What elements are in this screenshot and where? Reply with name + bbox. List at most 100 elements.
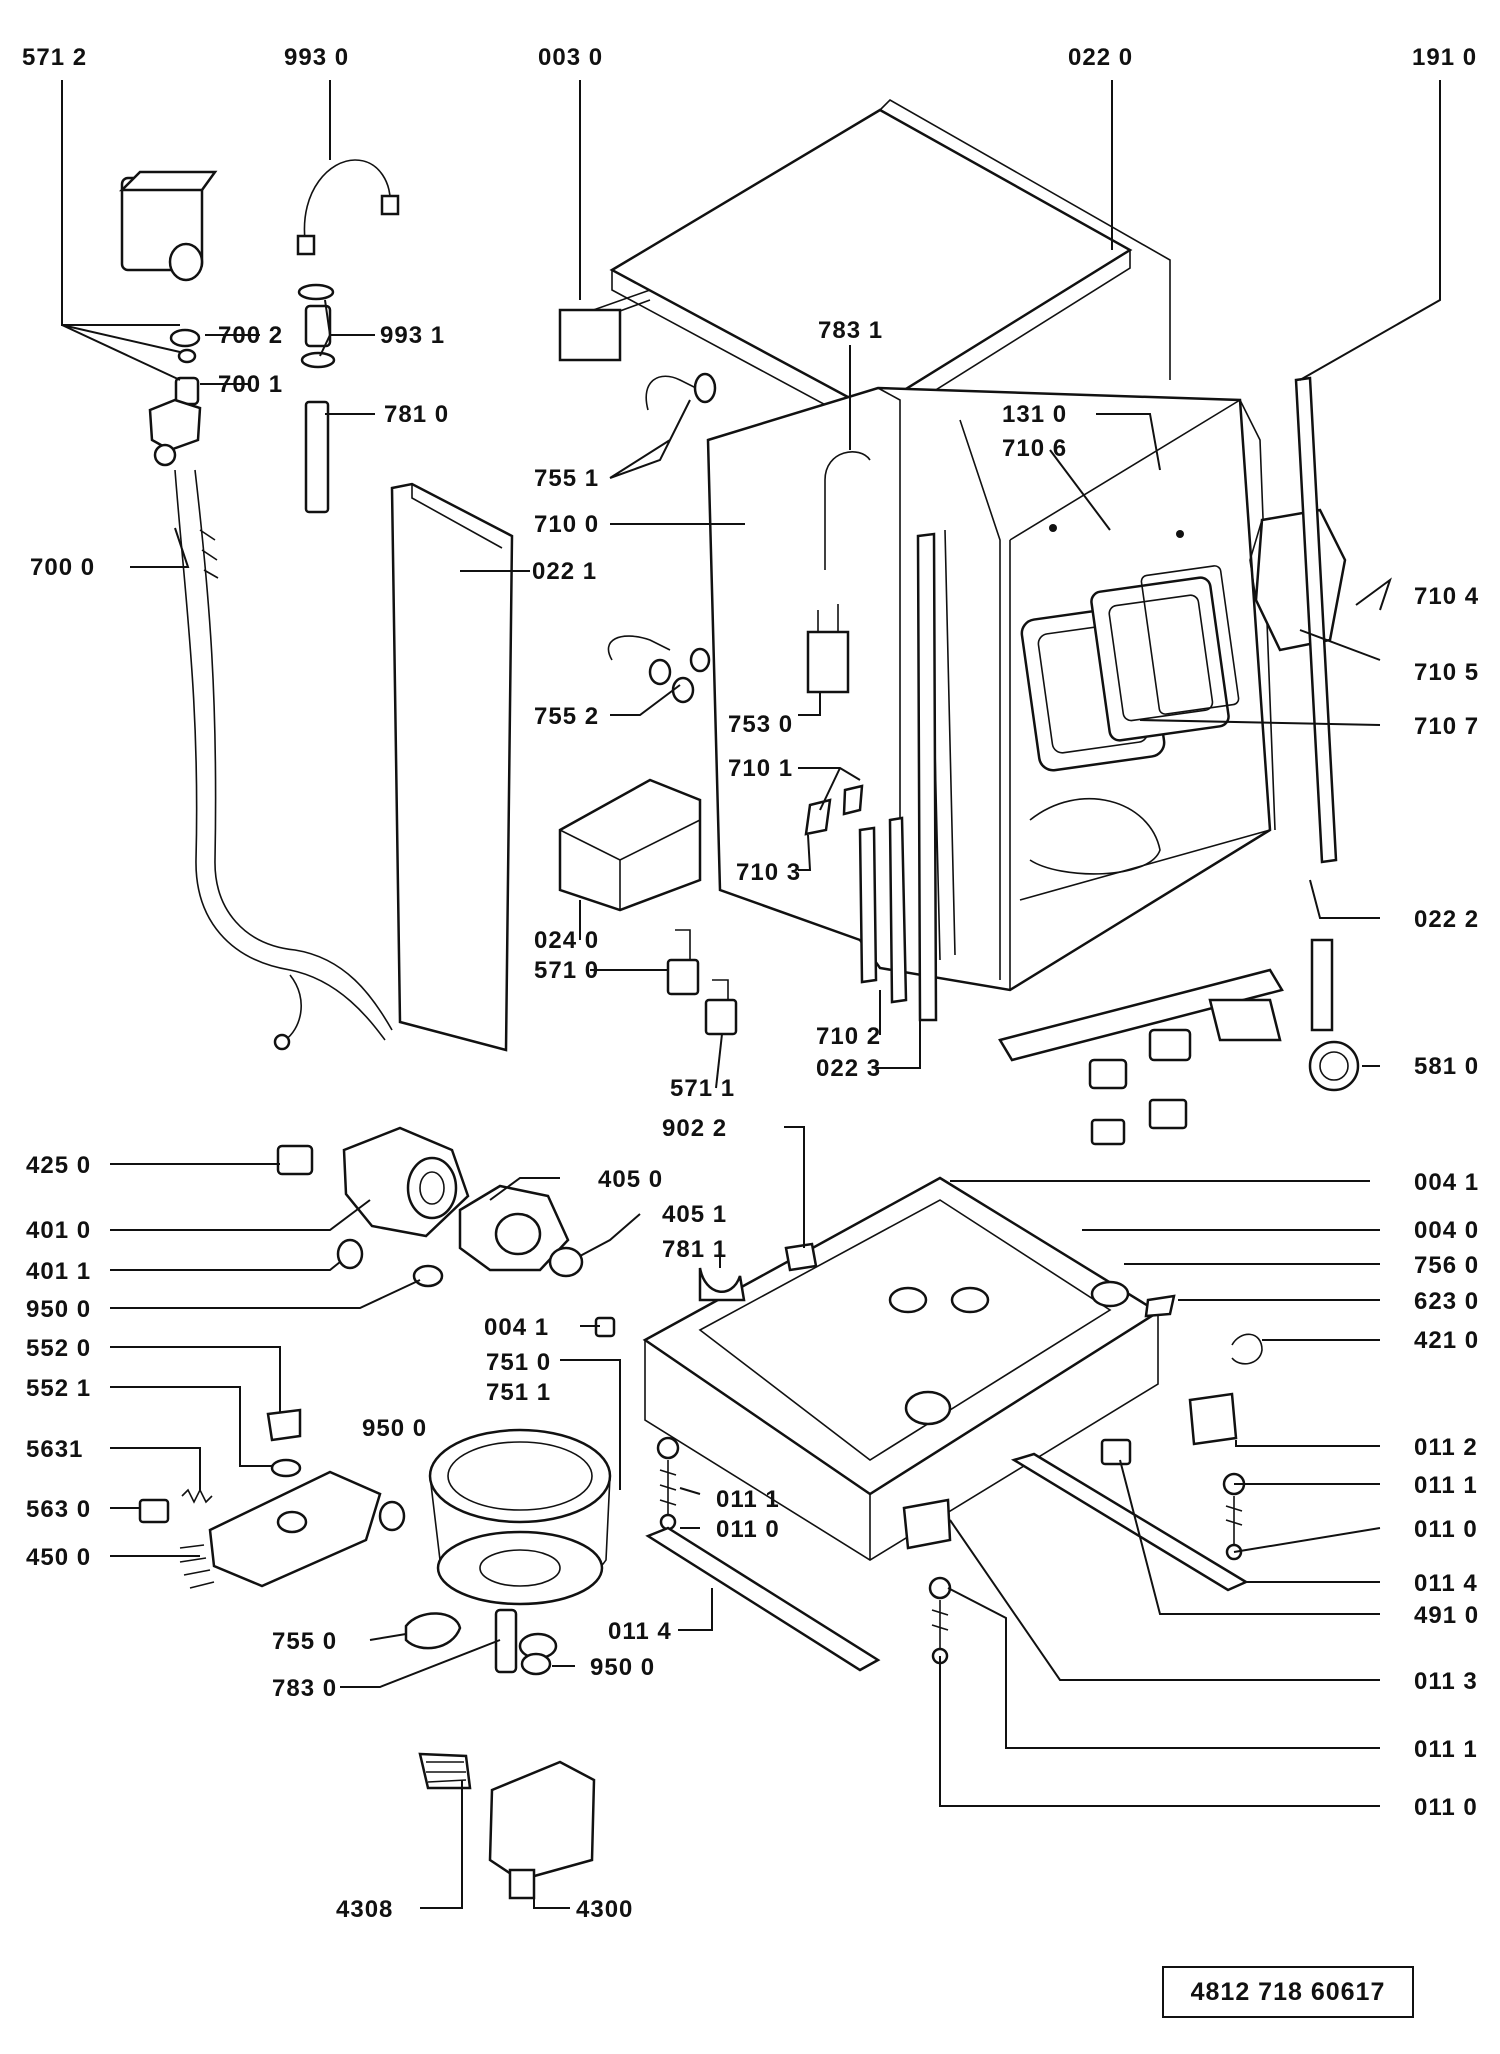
- label-700-0: 700 0: [30, 554, 95, 581]
- label-700-2: 700 2: [218, 322, 283, 349]
- part-401-1: [336, 1238, 364, 1270]
- label-783-0: 783 0: [272, 1675, 337, 1702]
- label-004-0: 004 0: [1414, 1217, 1479, 1244]
- part-563-0-plug: [138, 1498, 170, 1524]
- document-number: 4812 718 60617: [1190, 1977, 1386, 2006]
- part-783-1-hose: [824, 451, 871, 570]
- label-405-1: 405 1: [662, 1201, 727, 1228]
- label-781-1: 781 1: [662, 1236, 727, 1263]
- part-552-0-sensor: [266, 1408, 302, 1442]
- label-004-1-center: 004 1: [484, 1314, 549, 1341]
- label-425-0: 425 0: [26, 1152, 91, 1179]
- part-755-2-hose: [607, 635, 711, 704]
- label-710-4: 710 4: [1414, 583, 1479, 610]
- part-781-1: [698, 1267, 746, 1302]
- label-011-1-right: 011 1: [1414, 1472, 1478, 1499]
- label-011-1-bottom: 011 1: [1414, 1736, 1478, 1763]
- part-450-0-heater: [179, 1470, 382, 1589]
- part-552-1-ring: [270, 1458, 302, 1478]
- part-011-2: [1188, 1392, 1238, 1446]
- part-connectors: [998, 968, 1284, 1146]
- label-993-0: 993 0: [284, 44, 349, 71]
- part-571-2-valve: [118, 170, 218, 282]
- label-710-3: 710 3: [736, 859, 801, 886]
- part-feet-right: [1222, 1472, 1246, 1561]
- label-571-1: 571 1: [670, 1075, 735, 1102]
- label-700-1: 700 1: [218, 371, 283, 398]
- label-950-0-left: 950 0: [26, 1296, 91, 1323]
- part-feet-center: [928, 1576, 952, 1665]
- label-022-2: 022 2: [1414, 906, 1479, 933]
- label-430-0: 4300: [576, 1896, 633, 1923]
- part-401-0-pump: [342, 1126, 470, 1238]
- label-571-0: 571 0: [534, 957, 599, 984]
- label-022-0: 022 0: [1068, 44, 1133, 71]
- part-571-1-switch: [704, 979, 738, 1036]
- part-491-0: [1100, 1438, 1132, 1466]
- label-552-0: 552 0: [26, 1335, 91, 1362]
- label-011-4-left: 011 4: [608, 1618, 672, 1645]
- part-753-0-thermostat: [806, 604, 850, 694]
- part-024-0-box: [558, 778, 702, 912]
- part-022-1-side-panel: [390, 482, 514, 1052]
- label-781-0: 781 0: [384, 401, 449, 428]
- part-756-0: [1090, 1280, 1130, 1308]
- part-430-valve: [418, 1752, 596, 1900]
- part-022-2-rail: [1294, 376, 1338, 1032]
- label-571-2: 571 2: [22, 44, 87, 71]
- part-563-1-spring: [181, 1488, 213, 1504]
- label-902-2: 902 2: [662, 1115, 727, 1142]
- label-623-0: 623 0: [1414, 1288, 1479, 1315]
- part-421-0: [1231, 1333, 1263, 1365]
- part-755-1-hose: [645, 372, 717, 411]
- label-710-7: 710 7: [1414, 713, 1479, 740]
- part-405-0-housing: [458, 1184, 570, 1272]
- label-450-0: 450 0: [26, 1544, 91, 1571]
- label-755-2: 755 2: [534, 703, 599, 730]
- part-623-0: [1144, 1294, 1176, 1318]
- label-755-0: 755 0: [272, 1628, 337, 1655]
- label-011-0-bottom: 011 0: [1414, 1794, 1478, 1821]
- label-552-1: 552 1: [26, 1375, 91, 1402]
- label-751-1: 751 1: [486, 1379, 551, 1406]
- label-004-1-right: 004 1: [1414, 1169, 1479, 1196]
- part-700-small-washers: [148, 328, 202, 467]
- label-581-0: 581 0: [1414, 1053, 1479, 1080]
- label-710-1: 710 1: [728, 755, 793, 782]
- part-950-0-ring-b: [378, 1500, 406, 1532]
- label-710-5: 710 5: [1414, 659, 1479, 686]
- part-902-2: [784, 1242, 818, 1272]
- label-755-1: 755 1: [534, 465, 599, 492]
- part-710-1-3-brackets: [804, 784, 864, 836]
- part-751-sump: [428, 1428, 612, 1674]
- part-950-0-ring-a: [412, 1264, 444, 1288]
- part-993-hose-clamps: [296, 159, 400, 514]
- label-024-0: 024 0: [534, 927, 599, 954]
- label-993-1: 993 1: [380, 322, 445, 349]
- part-710-4-dispenser: [1249, 508, 1347, 652]
- label-405-0: 405 0: [598, 1166, 663, 1193]
- part-755-0-hose: [404, 1612, 462, 1650]
- label-950-0-bottom: 950 0: [590, 1654, 655, 1681]
- label-563-1: 5631: [26, 1436, 83, 1463]
- label-950-0-mid: 950 0: [362, 1415, 427, 1442]
- part-022-3-rails: [858, 532, 938, 1022]
- label-022-1: 022 1: [532, 558, 597, 585]
- label-753-0: 753 0: [728, 711, 793, 738]
- label-430-8: 4308: [336, 1896, 393, 1923]
- label-421-0: 421 0: [1414, 1327, 1479, 1354]
- label-491-0: 491 0: [1414, 1602, 1479, 1629]
- label-022-3: 022 3: [816, 1055, 881, 1082]
- label-751-0: 751 0: [486, 1349, 551, 1376]
- part-011-4-rails: [645, 1452, 1249, 1672]
- part-405-1-ring: [548, 1246, 584, 1278]
- part-710-5-6-7-gaskets: [1020, 565, 1240, 772]
- callout-labels: 571 2 993 0 003 0 022 0 191 0 700 2 993 …: [22, 44, 1479, 1923]
- label-710-6: 710 6: [1002, 435, 1067, 462]
- part-003-0-022-0-top-panel: [558, 99, 1171, 431]
- label-011-2: 011 2: [1414, 1434, 1478, 1461]
- part-950-0-ring-c: [520, 1652, 552, 1676]
- label-011-0-right: 011 0: [1414, 1516, 1478, 1543]
- label-011-4-right: 011 4: [1414, 1570, 1478, 1597]
